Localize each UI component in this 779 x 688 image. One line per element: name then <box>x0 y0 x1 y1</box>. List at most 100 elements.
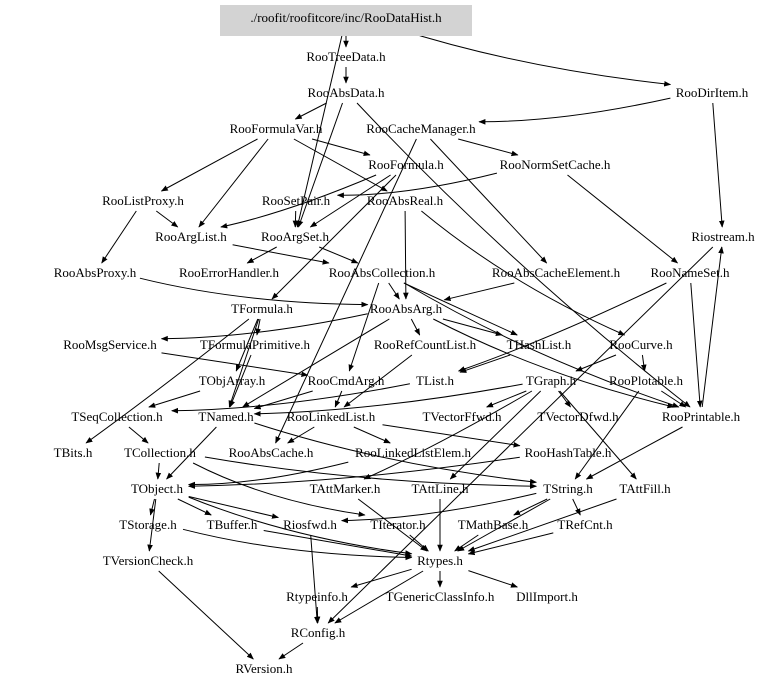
edge-tgraph-to-tattline <box>449 390 542 480</box>
graph-node-rootreedata[interactable]: RooTreeData.h <box>306 49 386 64</box>
graph-node-rooabscache[interactable]: RooAbsCache.h <box>229 445 314 460</box>
graph-node-tseqcollection[interactable]: TSeqCollection.h <box>71 409 163 424</box>
graph-node-tattfill[interactable]: TAttFill.h <box>619 481 671 496</box>
graph-node-rooabsreal[interactable]: RooAbsReal.h <box>367 193 444 208</box>
node-label: TObject.h <box>131 481 184 496</box>
graph-node-tversioncheck[interactable]: TVersionCheck.h <box>103 553 194 568</box>
graph-node-rooformulavar[interactable]: RooFormulaVar.h <box>230 121 323 136</box>
graph-node-rversion[interactable]: RVersion.h <box>235 661 293 676</box>
graph-node-roosetpair[interactable]: RooSetPair.h <box>262 193 331 208</box>
graph-node-roocurve[interactable]: RooCurve.h <box>609 337 673 352</box>
graph-node-roolinkedlistelem[interactable]: RooLinkedListElem.h <box>355 445 471 460</box>
graph-node-tattmarker[interactable]: TAttMarker.h <box>310 481 381 496</box>
edge-tobject-to-riosfwd <box>188 496 279 519</box>
graph-node-tcollection[interactable]: TCollection.h <box>124 445 196 460</box>
graph-node-titerator[interactable]: TIterator.h <box>370 517 426 532</box>
edge-roomsgservice-to-roocmdarg <box>161 352 309 378</box>
edge-rooplotable-to-rooprintable <box>661 390 687 408</box>
graph-node-tobjarray[interactable]: TObjArray.h <box>199 373 266 388</box>
graph-node-tgenericclassinfo[interactable]: TGenericClassInfo.h <box>386 589 495 604</box>
graph-node-riostream[interactable]: Riostream.h <box>691 229 755 244</box>
node-label: TBits.h <box>54 445 93 460</box>
graph-node-roolinkedlist[interactable]: RooLinkedList.h <box>287 409 376 424</box>
graph-node-roocachemanager[interactable]: RooCacheManager.h <box>366 121 476 136</box>
graph-node-tvectorffwd[interactable]: TVectorFfwd.h <box>422 409 502 424</box>
graph-node-rooabsdata[interactable]: RooAbsData.h <box>308 85 385 100</box>
graph-node-rooarglist[interactable]: RooArgList.h <box>155 229 227 244</box>
node-label: TList.h <box>416 373 454 388</box>
graph-node-tformulaprimitive[interactable]: TFormulaPrimitive.h <box>200 337 311 352</box>
edge-tnamed-to-tstring <box>254 422 537 485</box>
graph-node-rconfig[interactable]: RConfig.h <box>291 625 346 640</box>
graph-node-rooplotable[interactable]: RooPlotable.h <box>609 373 684 388</box>
graph-node-tformula[interactable]: TFormula.h <box>231 301 293 316</box>
node-label: RooSetPair.h <box>262 193 331 208</box>
graph-node-root[interactable]: ./roofit/roofitcore/inc/RooDataHist.h <box>220 5 472 36</box>
graph-node-tmathbase[interactable]: TMathBase.h <box>458 517 529 532</box>
edge-roolinkedlist-to-rooabscache <box>287 426 315 444</box>
graph-node-tbuffer[interactable]: TBuffer.h <box>207 517 258 532</box>
edge-rooformulavar-to-rooabsreal <box>293 138 388 192</box>
edge-rooabsarg-to-thashlist <box>442 318 503 337</box>
graph-node-rtypeinfo[interactable]: Rtypeinfo.h <box>286 589 348 604</box>
graph-node-tobject[interactable]: TObject.h <box>131 481 184 496</box>
graph-node-roodiritem[interactable]: RooDirItem.h <box>676 85 749 100</box>
node-label: RooPrintable.h <box>662 409 741 424</box>
edge-roonormsetcache-to-roonameset <box>567 174 679 264</box>
edge-tformula-to-tformulaprimitive <box>255 318 261 336</box>
graph-node-rooabsproxy[interactable]: RooAbsProxy.h <box>54 265 137 280</box>
graph-node-roolistproxy[interactable]: RooListProxy.h <box>102 193 184 208</box>
graph-node-roocmdarg[interactable]: RooCmdArg.h <box>308 373 385 388</box>
graph-node-thashlist[interactable]: THashList.h <box>507 337 572 352</box>
graph-node-rooabscacheelement[interactable]: RooAbsCacheElement.h <box>492 265 621 280</box>
node-label: TAttMarker.h <box>310 481 381 496</box>
edge-tattmarker-to-rtypes <box>357 498 428 552</box>
edge-roolinkedlist-to-roolinkedlistelem <box>353 426 391 444</box>
graph-node-roohashtable[interactable]: RooHashTable.h <box>525 445 612 460</box>
graph-node-tstring[interactable]: TString.h <box>543 481 593 496</box>
node-label: Rtypes.h <box>417 553 463 568</box>
graph-node-roonormsetcache[interactable]: RooNormSetCache.h <box>500 157 611 172</box>
graph-node-trefcnt[interactable]: TRefCnt.h <box>557 517 613 532</box>
node-label: RooAbsArg.h <box>370 301 443 316</box>
node-label: TCollection.h <box>124 445 196 460</box>
node-label: Rtypeinfo.h <box>286 589 348 604</box>
graph-node-roorefcountlist[interactable]: RooRefCountList.h <box>374 337 477 352</box>
edge-roocachemanager-to-rooabscache <box>275 138 417 444</box>
node-label: RooHashTable.h <box>525 445 612 460</box>
edge-rooformulavar-to-rooarglist <box>198 138 269 228</box>
graph-node-rooformula[interactable]: RooFormula.h <box>368 157 444 172</box>
node-label: TVectorDfwd.h <box>537 409 619 424</box>
graph-node-dllimport[interactable]: DllImport.h <box>516 589 578 604</box>
graph-node-roomsgservice[interactable]: RooMsgService.h <box>63 337 157 352</box>
graph-node-rooabscollection[interactable]: RooAbsCollection.h <box>329 265 436 280</box>
graph-node-tattline[interactable]: TAttLine.h <box>411 481 469 496</box>
graph-node-tstorage[interactable]: TStorage.h <box>119 517 177 532</box>
edge-roolistproxy-to-rooabsproxy <box>101 210 137 264</box>
graph-node-roonameset[interactable]: RooNameSet.h <box>650 265 730 280</box>
graph-node-rooabsarg[interactable]: RooAbsArg.h <box>370 301 443 316</box>
graph-node-tbits[interactable]: TBits.h <box>54 445 93 460</box>
node-label: TFormula.h <box>231 301 293 316</box>
edge-rtypes-to-rconfig <box>334 570 424 624</box>
edge-tseqcollection-to-tcollection <box>128 426 149 444</box>
node-label: RooLinkedListElem.h <box>355 445 471 460</box>
edges-layer <box>85 27 725 660</box>
graph-node-riosfwd[interactable]: Riosfwd.h <box>283 517 337 532</box>
graph-node-tlist[interactable]: TList.h <box>416 373 454 388</box>
graph-node-tnamed[interactable]: TNamed.h <box>198 409 254 424</box>
node-label: RooDirItem.h <box>676 85 749 100</box>
graph-node-tvectordfwd[interactable]: TVectorDfwd.h <box>537 409 619 424</box>
node-label: RooAbsCollection.h <box>329 265 436 280</box>
edge-rooabsdata-to-rooprintable <box>356 102 691 408</box>
graph-node-tgraph[interactable]: TGraph.h <box>526 373 577 388</box>
graph-node-rooargset[interactable]: RooArgSet.h <box>261 229 330 244</box>
graph-node-rtypes[interactable]: Rtypes.h <box>417 553 463 568</box>
edge-roocurve-to-tgraph <box>575 354 617 372</box>
edge-roonormsetcache-to-roosetpair <box>336 172 498 199</box>
edge-tbuffer-to-rtypes <box>263 530 413 558</box>
edge-tobject-to-tbuffer <box>177 498 212 516</box>
graph-node-rooerrorhandler[interactable]: RooErrorHandler.h <box>179 265 280 280</box>
graph-node-rooprintable[interactable]: RooPrintable.h <box>662 409 741 424</box>
node-label: TStorage.h <box>119 517 177 532</box>
